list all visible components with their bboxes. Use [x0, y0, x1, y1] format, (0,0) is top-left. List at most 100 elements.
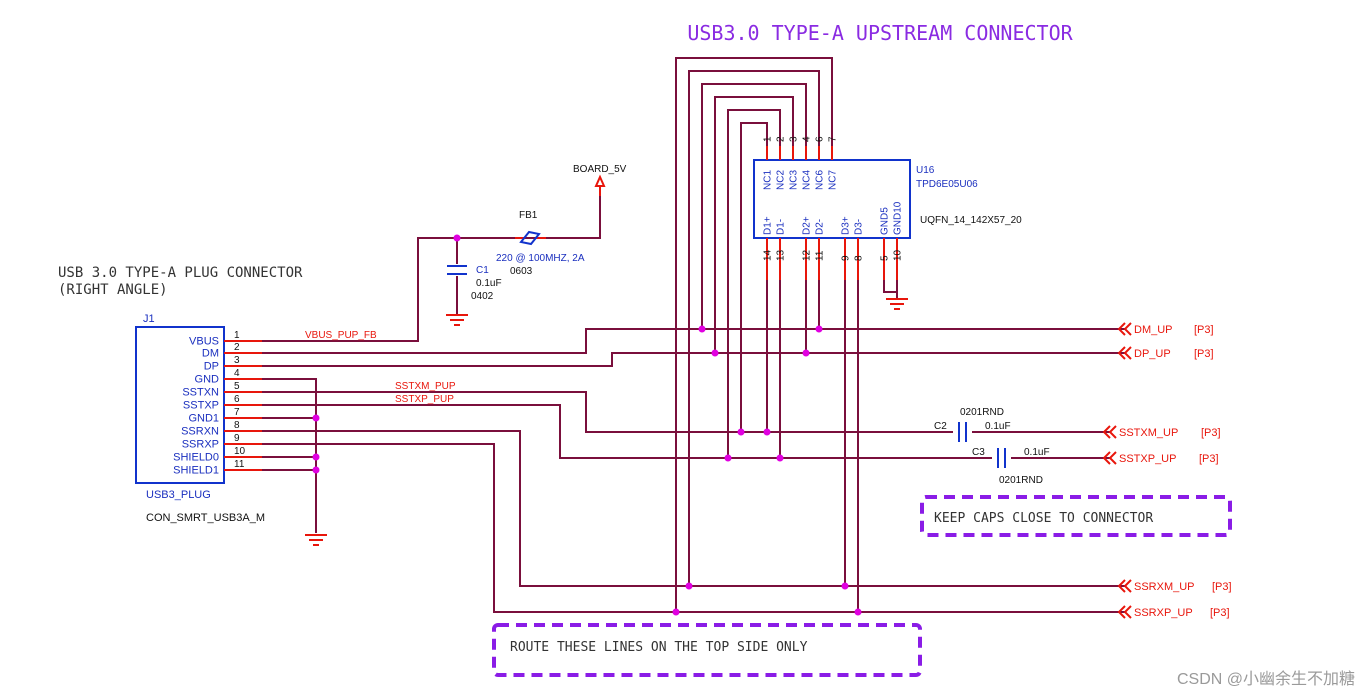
port-chevron-icon — [1102, 451, 1111, 465]
u16-ref: U16 — [916, 165, 935, 176]
board-5v-power-symbol: BOARD_5V — [573, 164, 627, 196]
j1-pin-number: 11 — [234, 459, 245, 470]
c3-pkg: 0201RND — [999, 475, 1043, 486]
u16-part: TPD6E05U06 — [916, 179, 978, 190]
u16-pin-name: GND5 — [880, 207, 891, 235]
port-chevron-icon — [1123, 346, 1132, 360]
j1-pin-name: SSRXN — [181, 426, 219, 438]
u16-pin-number: 1 — [763, 136, 774, 142]
c3-ref: C3 — [972, 447, 985, 458]
port-page-ref: [P3] — [1212, 581, 1232, 593]
j1-pin-name: SHIELD1 — [173, 465, 219, 477]
j1-ground-symbol — [305, 534, 327, 546]
j1-pin-number: 4 — [234, 368, 240, 379]
j1-signal-wires — [262, 185, 1125, 613]
u16-pin-number: 7 — [828, 136, 839, 142]
j1-pin-number: 9 — [234, 433, 240, 444]
j1-pin-name: SHIELD0 — [173, 452, 219, 464]
port-chevron-icon — [1108, 425, 1117, 439]
port-name: SSRXM_UP — [1134, 581, 1195, 593]
u16-pin-number: 6 — [815, 136, 826, 142]
c2-value: 0.1uF — [985, 421, 1011, 432]
watermark: CSDN @小幽余生不加糖 — [1177, 669, 1355, 688]
port-chevron-icon — [1102, 425, 1111, 439]
u16-pin-name: D1+ — [763, 216, 774, 235]
j1-pin-number: 5 — [234, 381, 240, 392]
j1-pin-number: 2 — [234, 342, 240, 353]
fb1-pkg: 0603 — [510, 266, 533, 277]
u16-pin-name: NC7 — [828, 170, 839, 190]
c1-value: 0.1uF — [476, 278, 502, 289]
c1-ref: C1 — [476, 265, 489, 276]
port-chevron-icon — [1108, 451, 1117, 465]
board-5v-label: BOARD_5V — [573, 164, 627, 175]
junctions — [312, 234, 862, 616]
u16-pin-number: 4 — [802, 136, 813, 142]
u16-pin-number: 2 — [776, 136, 787, 142]
net-sstxm-label: SSTXM_PUP — [395, 381, 456, 392]
port-name: SSTXP_UP — [1119, 453, 1176, 465]
c1-ground-symbol — [446, 314, 468, 326]
u16-pin-name: NC3 — [789, 170, 800, 190]
j1-pin-number: 7 — [234, 407, 240, 418]
u16-pin-name: D1- — [776, 219, 787, 235]
keep-caps-text: KEEP CAPS CLOSE TO CONNECTOR — [934, 511, 1153, 526]
u16-pin-number: 8 — [854, 255, 865, 261]
j1-pin-name: SSTXP — [183, 400, 219, 412]
u16-pin-number: 9 — [841, 255, 852, 261]
port-name: SSTXM_UP — [1119, 427, 1178, 439]
u16-pin-name: D2+ — [802, 216, 813, 235]
net-sstxp-label: SSTXP_PUP — [395, 394, 454, 405]
keep-caps-note: KEEP CAPS CLOSE TO CONNECTOR — [920, 495, 1232, 537]
j1-ref: J1 — [143, 313, 155, 325]
j1-pin-name: SSRXP — [182, 439, 219, 451]
c1-capacitor: C1 0.1uF 0402 — [447, 265, 502, 302]
u16-pin-name: D2- — [815, 219, 826, 235]
fb1-ref: FB1 — [519, 210, 538, 221]
fb1-ferrite-bead: FB1 220 @ 100MHZ, 2A 0603 — [496, 210, 585, 277]
route-text: ROUTE THESE LINES ON THE TOP SIDE ONLY — [510, 640, 808, 655]
port-name: DP_UP — [1134, 348, 1171, 360]
port-chevron-icon — [1117, 346, 1126, 360]
u16-pin-name: D3- — [854, 219, 865, 235]
port-page-ref: [P3] — [1199, 453, 1219, 465]
u16-pin-name: NC6 — [815, 170, 826, 190]
u16-pin-name: D3+ — [841, 216, 852, 235]
off-page-ports: DM_UP[P3]DP_UP[P3]SSTXM_UP[P3]SSTXP_UP[P… — [1102, 322, 1232, 619]
j1-pin-name: DP — [204, 361, 219, 373]
plug-title-line2: (RIGHT ANGLE) — [58, 282, 168, 298]
j1-pin-number: 3 — [234, 355, 240, 366]
j1-pin-name: DM — [202, 348, 219, 360]
j1-pin-number: 8 — [234, 420, 240, 431]
net-vbus-label: VBUS_PUP_FB — [305, 330, 377, 341]
port-chevron-icon — [1117, 322, 1126, 336]
j1-pin-name: VBUS — [189, 336, 219, 348]
j1-pin-number: 10 — [234, 446, 246, 457]
u16-pin-number: 5 — [880, 255, 891, 261]
j1-part: USB3_PLUG — [146, 489, 211, 501]
c2-ref: C2 — [934, 421, 947, 432]
c2-capacitor: C2 0.1uF 0201RND — [934, 407, 1011, 442]
u16-pin-number: 3 — [789, 136, 800, 142]
c3-value: 0.1uF — [1024, 447, 1050, 458]
u16-pin-number: 10 — [893, 249, 904, 261]
j1-pin-name: GND1 — [188, 413, 219, 425]
c3-capacitor: C3 0.1uF 0201RND — [972, 447, 1050, 486]
port-page-ref: [P3] — [1201, 427, 1221, 439]
u16-pin-number: 12 — [802, 249, 813, 261]
port-chevron-icon — [1123, 605, 1132, 619]
j1-pin-name: SSTXN — [182, 387, 219, 399]
port-name: SSRXP_UP — [1134, 607, 1193, 619]
port-page-ref: [P3] — [1194, 324, 1214, 336]
j1-pin-number: 1 — [234, 330, 240, 341]
j1-footprint: CON_SMRT_USB3A_M — [146, 512, 265, 524]
port-chevron-icon — [1117, 605, 1126, 619]
port-chevron-icon — [1123, 322, 1132, 336]
j1-pin-number: 6 — [234, 394, 240, 405]
j1-pin-name: GND — [195, 374, 220, 386]
